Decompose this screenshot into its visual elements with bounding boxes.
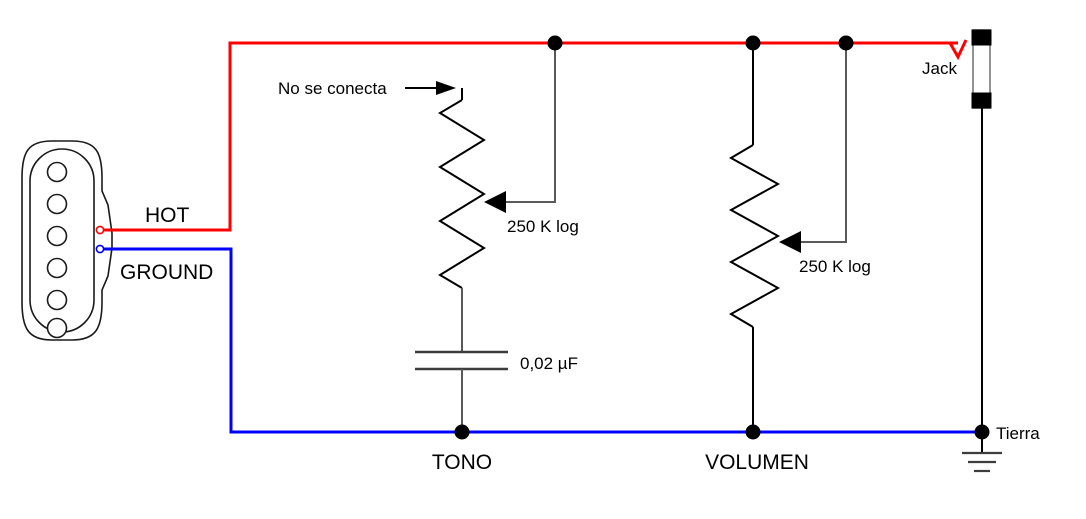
- label-tone-pot-value: 250 K log: [507, 217, 579, 236]
- jack-tip-contact: [948, 39, 968, 61]
- junction-dot-tone-wiper: [547, 35, 563, 51]
- volume-potentiometer: [728, 35, 854, 440]
- jack-cap-top: [971, 29, 992, 46]
- label-tone-node: TONO: [432, 451, 492, 474]
- pickup-pole-3: [46, 225, 68, 247]
- tone-capacitor: [415, 350, 508, 432]
- earth-ground-symbol: [962, 424, 1002, 473]
- volume-pot-wiper-line: [795, 46, 847, 243]
- junction-dot-tone-node: [454, 424, 470, 440]
- no-connect-arrowhead: [436, 81, 456, 95]
- junction-dot-volume-top: [745, 35, 761, 51]
- label-volume-node: VOLUMEN: [705, 451, 809, 474]
- label-volume-pot-value: 250 K log: [799, 257, 871, 276]
- pickup-outer-outline: [21, 140, 113, 341]
- no-connect-annotation: [405, 81, 456, 95]
- label-earth: Tierra: [996, 424, 1040, 443]
- output-jack: [971, 29, 992, 432]
- tone-pot-wiper-arrowhead: [484, 191, 506, 213]
- tone-potentiometer: [438, 35, 563, 352]
- pickup-pole-1: [46, 161, 68, 183]
- volume-pot-wiper-arrowhead: [779, 231, 801, 253]
- pickup-terminal-ground: [95, 244, 105, 254]
- tone-pot-resistor-zigzag: [438, 99, 486, 289]
- jack-cap-bottom: [971, 92, 992, 109]
- tone-pot-wiper-line: [500, 46, 556, 203]
- label-ground: GROUND: [120, 261, 213, 284]
- hot-wire: [104, 41, 958, 232]
- volume-pot-resistor-zigzag: [728, 144, 781, 328]
- label-hot: HOT: [145, 204, 190, 227]
- pickup-pole-5: [46, 289, 68, 311]
- pickup-pole-2: [46, 193, 68, 215]
- pickup-pole-4: [46, 257, 68, 279]
- label-no-connect: No se conecta: [278, 79, 387, 98]
- junction-dot-volume-node: [745, 424, 761, 440]
- single-coil-pickup: [21, 140, 113, 341]
- label-jack: Jack: [922, 59, 957, 78]
- junction-dot-volume-wiper: [838, 35, 854, 51]
- ground-wire: [104, 247, 982, 434]
- pickup-terminal-hot: [95, 225, 105, 235]
- pickup-pole-6: [46, 317, 68, 339]
- label-capacitor-value: 0,02 µF: [520, 354, 578, 373]
